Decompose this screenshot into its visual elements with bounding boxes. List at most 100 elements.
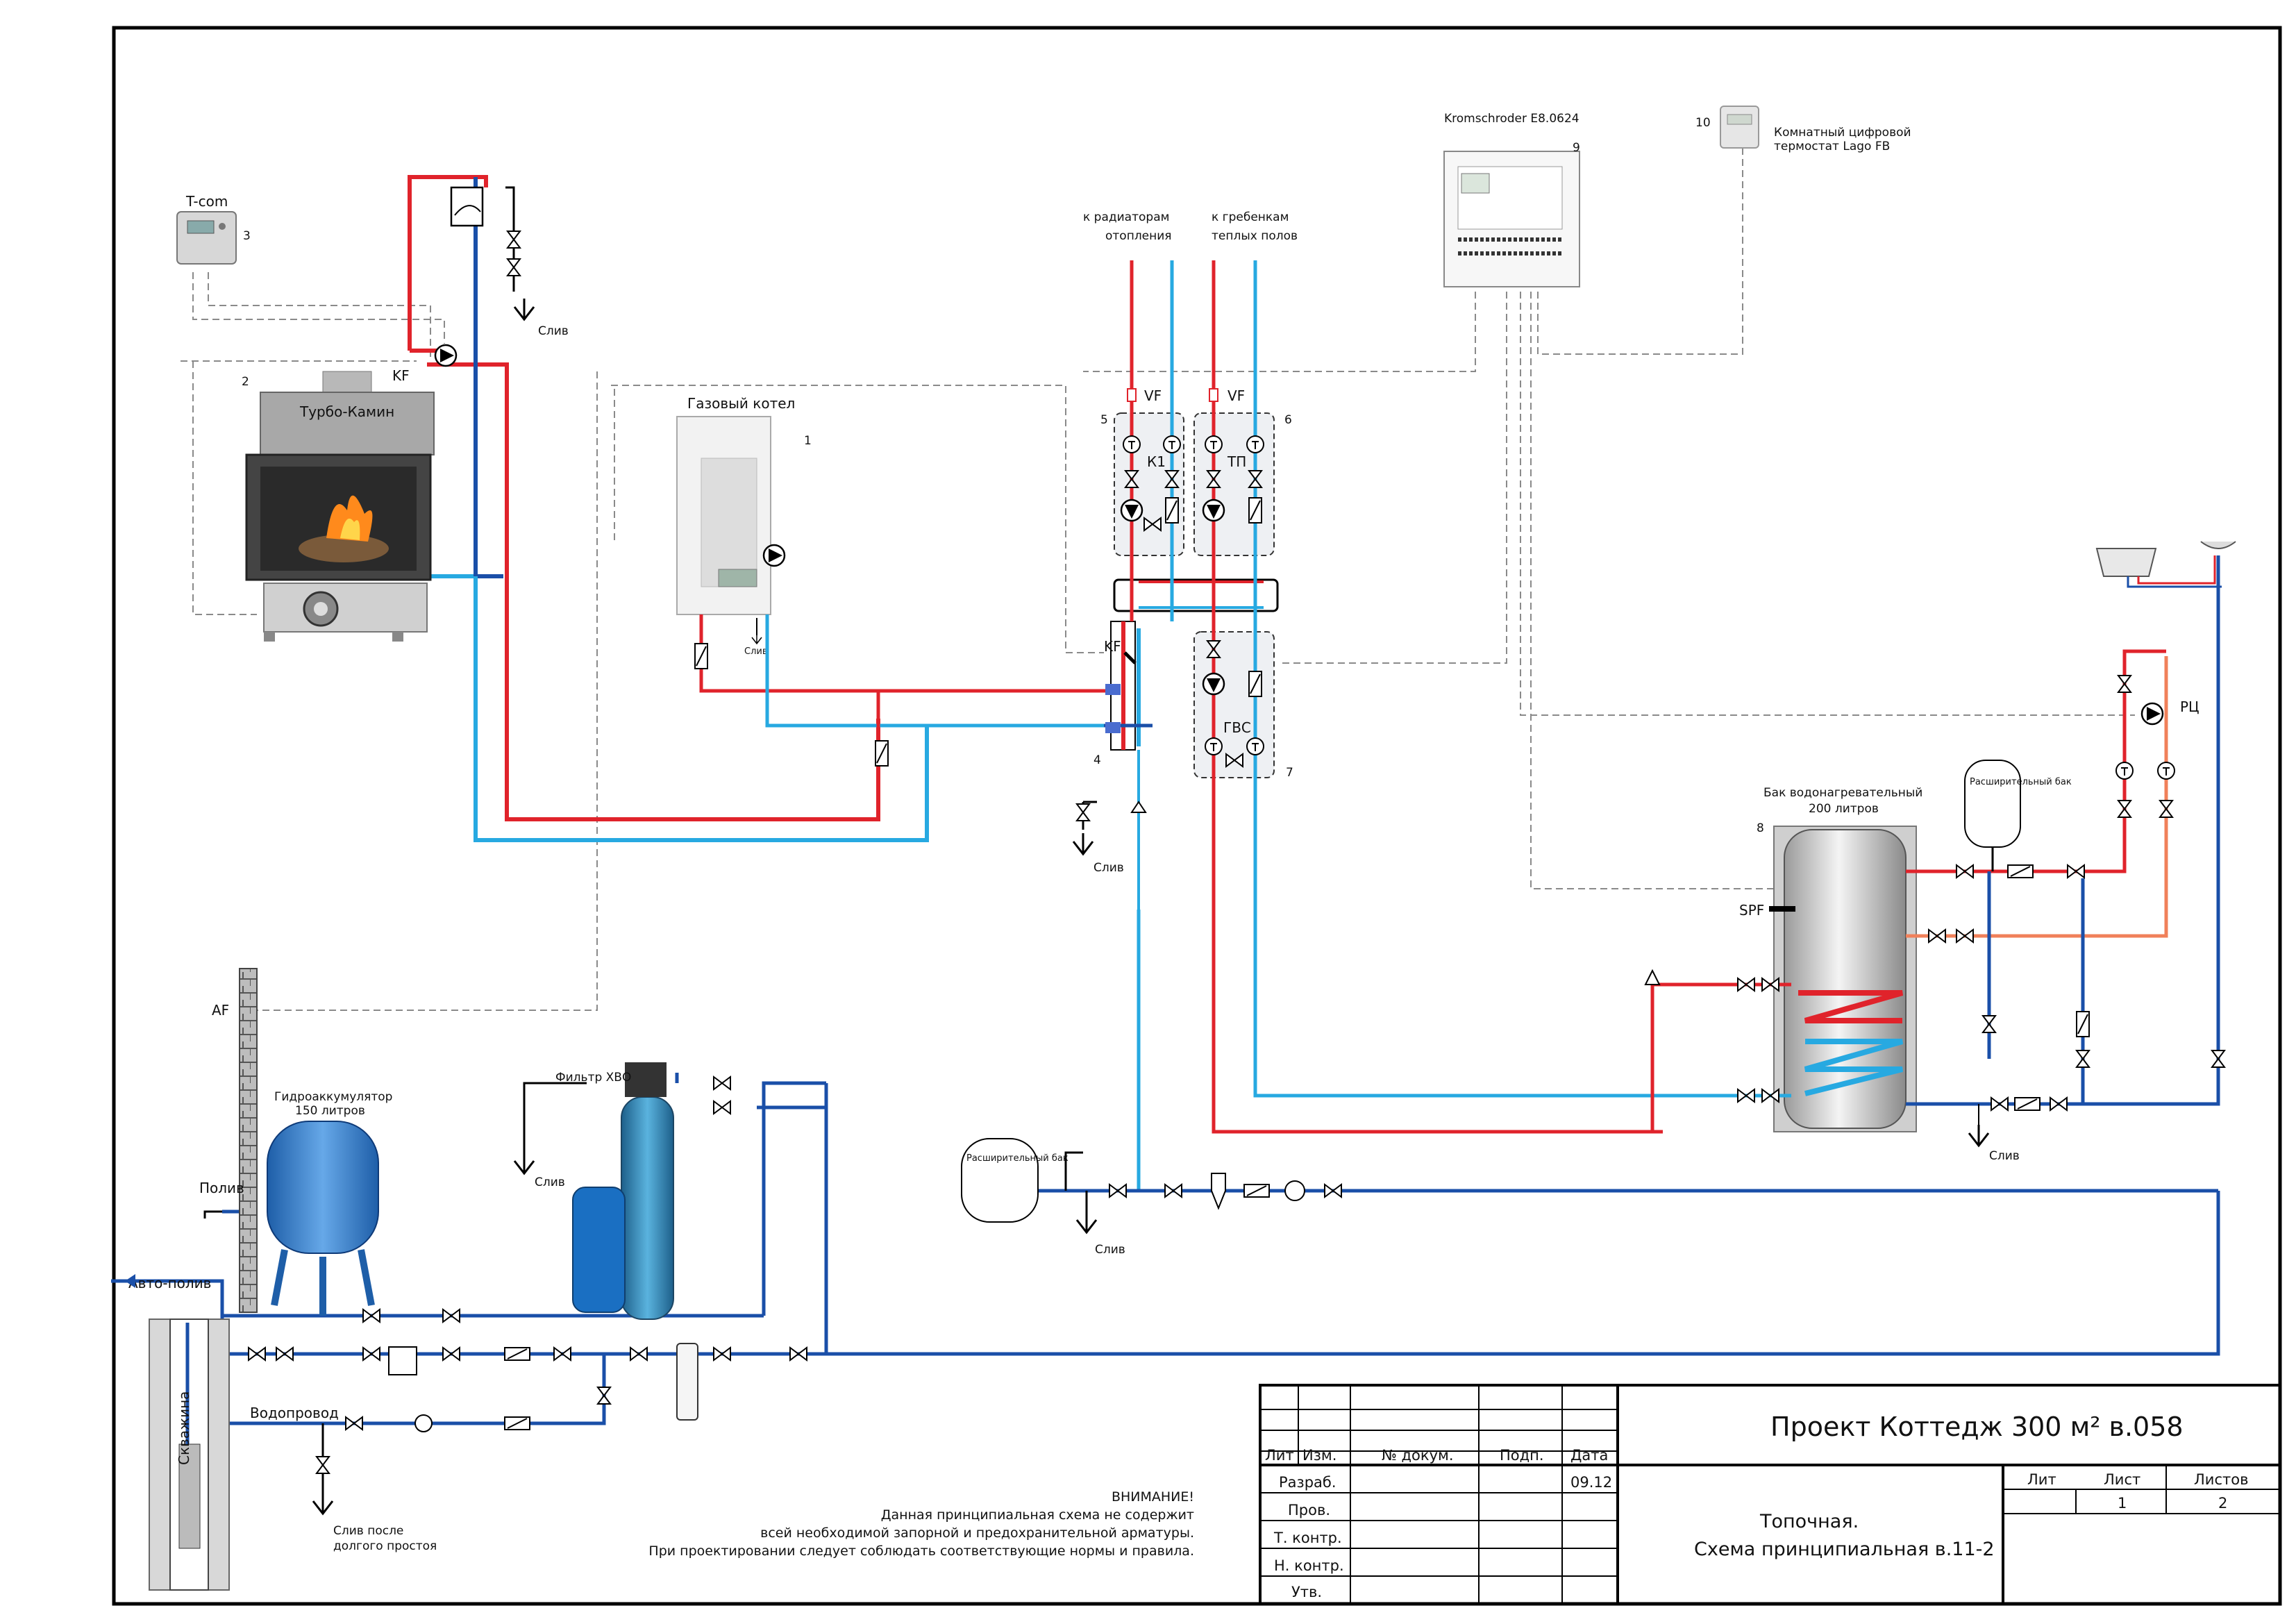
row-razrab: Разраб. bbox=[1279, 1474, 1336, 1491]
gvs-label: ГВС bbox=[1223, 719, 1251, 736]
col-izm: Изм. bbox=[1302, 1447, 1336, 1464]
thermostat-label-1: Комнатный цифровой bbox=[1774, 126, 1911, 140]
poliv-label: Полив bbox=[199, 1180, 244, 1196]
drain-boiler-label: Слив bbox=[744, 646, 768, 657]
to-radiators-label-2: отопления bbox=[1105, 229, 1172, 243]
drain-hydro-label: Слив bbox=[1093, 861, 1124, 875]
borehole-well: Скважина Водопровод bbox=[149, 1319, 339, 1591]
row-utv: Утв. bbox=[1291, 1584, 1322, 1600]
group5-number: 5 bbox=[1100, 413, 1108, 427]
col-sign: Подп. bbox=[1500, 1447, 1544, 1464]
gas-boiler: Газовый котел 1 Слив bbox=[676, 395, 812, 657]
drawing-frame bbox=[112, 26, 2282, 1606]
tcom-number: 3 bbox=[243, 229, 251, 243]
dhw-group: ГВС 7 bbox=[1193, 611, 1663, 1134]
safety-group: Слив bbox=[450, 186, 569, 338]
filter-hvo-label: Фильтр ХВО bbox=[555, 1071, 631, 1085]
sheet-title-2: Схема принципиальная в.11-2 bbox=[1694, 1539, 1995, 1560]
hdr-listov: Листов bbox=[2194, 1471, 2248, 1488]
rc-label: РЦ bbox=[2180, 698, 2199, 715]
exp-tank-small-label: Расширительный бак bbox=[1970, 777, 2072, 787]
to-floor-label-1: к гребенкам bbox=[1212, 210, 1289, 224]
fireplace-name: Турбо-Камин bbox=[299, 403, 394, 420]
kf-hydro-label: KF bbox=[1104, 638, 1121, 655]
row-nkontr: Н. контр. bbox=[1274, 1557, 1344, 1574]
tank-fittings: Слив РЦ bbox=[1644, 675, 2225, 1163]
gas-boiler-label: Газовый котел bbox=[687, 395, 795, 412]
thermostat-number: 10 bbox=[1695, 116, 1711, 130]
kromschroder-controller: Kromschroder E8.0624 9 bbox=[1443, 112, 1580, 287]
group6-number: 6 bbox=[1284, 413, 1292, 427]
hdr-lit: Лит bbox=[2027, 1471, 2056, 1488]
water-softener: Слив Фильтр ХВО bbox=[513, 1062, 674, 1320]
floor-heating-group: VF ТП 6 к гребенкам теплых полов bbox=[1193, 210, 1298, 621]
sheet-title-1: Топочная. bbox=[1759, 1511, 1859, 1532]
afp-label: AF bbox=[212, 1002, 229, 1019]
drain-long-label-1: Слив после bbox=[333, 1524, 403, 1538]
spf-label: SPF bbox=[1739, 902, 1764, 919]
sheets-total: 2 bbox=[2218, 1495, 2227, 1512]
to-floor-label-2: теплых полов bbox=[1212, 229, 1298, 243]
exp-tank-left-label: Расширительный бак bbox=[966, 1153, 1069, 1164]
project-title: Проект Коттедж 300 м² в.058 bbox=[1770, 1412, 2184, 1442]
gas-boiler-number: 1 bbox=[804, 434, 812, 448]
fireplace-number: 2 bbox=[242, 375, 249, 389]
warning-note: ВНИМАНИЕ! Данная принципиальная схема не… bbox=[648, 1489, 1194, 1559]
signal-lines bbox=[181, 146, 2135, 1011]
k1-label: К1 bbox=[1147, 453, 1166, 470]
tp-label: ТП bbox=[1227, 453, 1246, 470]
auto-poliv-label: Авто-полив bbox=[128, 1275, 211, 1291]
col-doc: № докум. bbox=[1382, 1447, 1454, 1464]
note-title: ВНИМАНИЕ! bbox=[1112, 1489, 1194, 1505]
title-block-text: Проект Коттедж 300 м² в.058 Топочная. Сх… bbox=[1265, 1412, 2248, 1600]
col-date: Дата bbox=[1570, 1447, 1608, 1464]
row-prov: Пров. bbox=[1288, 1502, 1330, 1518]
controller-label: Kromschroder E8.0624 bbox=[1444, 112, 1579, 126]
room-thermostat: 10 Комнатный цифровой термостат Lago FB bbox=[1695, 106, 1911, 153]
hydraulic-separator: KF 4 Слив bbox=[1072, 621, 1153, 910]
kf-fireplace-label: KF bbox=[392, 367, 410, 384]
hdr-list: Лист bbox=[2104, 1471, 2140, 1488]
col-lit: Лит bbox=[1265, 1447, 1294, 1464]
hydro-accumulator: Гидроаккумулятор 150 литров bbox=[267, 1090, 392, 1316]
drain-long-label-2: долгого простоя bbox=[333, 1539, 437, 1553]
cold-main-fittings bbox=[185, 1076, 1342, 1432]
expansion-tank-left: Расширительный бак Слив bbox=[961, 1138, 1125, 1257]
sheet-number: 1 bbox=[2118, 1495, 2127, 1512]
shower-fixtures bbox=[2095, 541, 2236, 588]
controller-number: 9 bbox=[1573, 141, 1580, 155]
drain-label-fireplace: Слив bbox=[538, 324, 569, 338]
boiler-check-valve bbox=[694, 643, 708, 669]
accumulator-label-1: Гидроаккумулятор bbox=[274, 1090, 392, 1104]
tcom-label: T-com bbox=[185, 193, 228, 210]
date-value: 09.12 bbox=[1570, 1474, 1612, 1491]
to-radiators-label-1: к радиаторам bbox=[1083, 210, 1169, 224]
tank-label-2: 200 литров bbox=[1809, 802, 1879, 816]
note-line-2: всей необходимой запорной и предохраните… bbox=[760, 1525, 1194, 1541]
hydro-number: 4 bbox=[1093, 753, 1101, 767]
hot-water-tank: SPF Бак водонагревательный 200 литров 8 bbox=[1739, 786, 1922, 1132]
vf2-label: VF bbox=[1227, 387, 1245, 404]
well-label: Скважина bbox=[176, 1391, 192, 1465]
gvs-number: 7 bbox=[1286, 766, 1293, 780]
vf1-label: VF bbox=[1144, 387, 1162, 404]
water-supply-label: Водопровод bbox=[250, 1405, 339, 1421]
title-block bbox=[1259, 1384, 2281, 1605]
tank-piping bbox=[1650, 555, 2220, 1132]
note-line-1: Данная принципиальная схема не содержит bbox=[881, 1507, 1194, 1523]
drain-exp-label: Слив bbox=[1095, 1243, 1125, 1257]
radiator-group: VF К1 5 к радиаторам отопления bbox=[1083, 210, 1184, 621]
thermostat-label-2: термостат Lago FB bbox=[1774, 140, 1890, 153]
fireplace-circuit bbox=[408, 175, 929, 842]
note-line-3: При проектировании следует соблюдать соо… bbox=[648, 1543, 1194, 1559]
tank-number: 8 bbox=[1757, 821, 1764, 835]
drain-filter-label: Слив bbox=[535, 1175, 565, 1189]
tank-label-1: Бак водонагревательный bbox=[1763, 786, 1922, 800]
accumulator-label-2: 150 литров bbox=[295, 1104, 365, 1118]
chimney bbox=[239, 968, 258, 1313]
boiler-circuit bbox=[699, 614, 1139, 840]
tcom-controller: T-com 3 bbox=[176, 193, 251, 265]
turbo-fireplace: Турбо-Камин 2 bbox=[242, 371, 435, 642]
distribution-manifold bbox=[1113, 578, 1279, 612]
